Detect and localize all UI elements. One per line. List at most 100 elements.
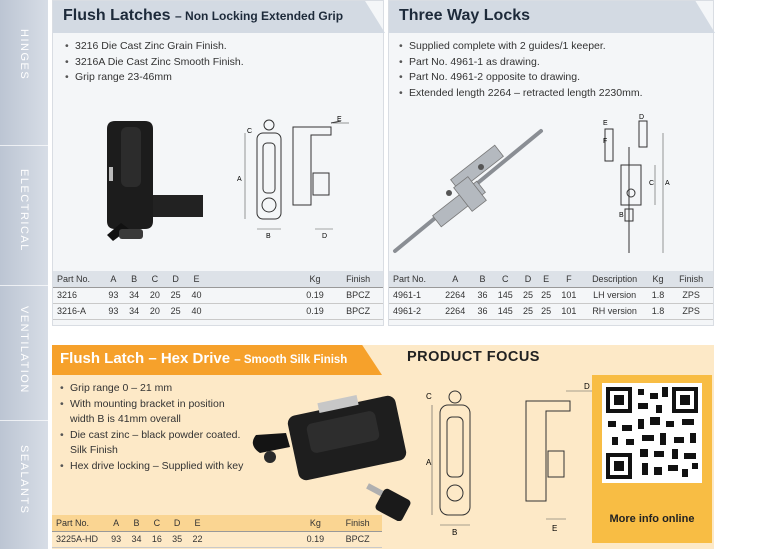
table-header-row: Part No. A B C D E Kg Finish [52, 515, 382, 532]
col-header: E [187, 515, 208, 532]
table-row: 4961-2 2264 36 145 25 25 101 RH version … [389, 303, 713, 320]
cell: 25 [518, 303, 538, 320]
cell: ZPS [669, 287, 713, 304]
qr-card[interactable]: More info online [592, 375, 712, 543]
cell: 40 [186, 287, 207, 304]
cell: 93 [103, 303, 124, 320]
col-header: B [126, 515, 147, 532]
col-header: A [437, 271, 474, 288]
latch-photo [107, 121, 203, 241]
feature-list: 3216 Die Cast Zinc Grain Finish. 3216A D… [65, 39, 365, 86]
col-header: Kg [296, 271, 334, 288]
feature-item: Part No. 4961-2 opposite to drawing. [399, 70, 709, 86]
dim-c: C [247, 128, 252, 135]
cell: BPCZ [333, 531, 382, 548]
col-header: Finish [333, 271, 383, 288]
hex-latch-photo [252, 394, 411, 521]
tab-sealants[interactable]: SEALANTS [0, 425, 48, 535]
col-header: B [473, 271, 492, 288]
feature-item: 3216A Die Cast Zinc Smooth Finish. [65, 55, 365, 71]
spec-table: Part No. A B C D E Kg Finish 3216 93 34 … [53, 271, 383, 320]
cell: 22 [187, 531, 208, 548]
cell: 20 [144, 287, 166, 304]
feature-item: Supplied complete with 2 guides/1 keeper… [399, 39, 709, 55]
title-main: Flush Latch – Hex Drive [60, 350, 231, 367]
feature-item: 3216 Die Cast Zinc Grain Finish. [65, 39, 365, 55]
feature-item: Extended length 2264 – retracted length … [399, 86, 709, 102]
feature-list: Supplied complete with 2 guides/1 keeper… [399, 39, 709, 101]
qr-caption[interactable]: More info online [609, 513, 695, 525]
dim-a: A [665, 180, 670, 187]
hex-latch-drawing: A B C D E [426, 382, 592, 537]
cell: 25 [518, 287, 538, 304]
dim-d: D [584, 382, 590, 391]
cell: 4961-1 [389, 287, 437, 304]
col-header: Kg [297, 515, 334, 532]
cell: RH version [582, 303, 647, 320]
dim-b: B [619, 212, 624, 219]
cell: 40 [186, 303, 207, 320]
dim-a: A [237, 176, 242, 183]
col-header: F [555, 271, 583, 288]
spec-table: Part No. A B C D E F Description Kg Fini… [389, 271, 713, 320]
cell: 2264 [437, 303, 474, 320]
table-row: 3216 93 34 20 25 40 0.19 BPCZ [53, 287, 383, 304]
cell: 145 [491, 303, 519, 320]
dim-c: C [426, 392, 432, 401]
cell: 145 [491, 287, 519, 304]
col-header [206, 271, 297, 288]
col-header: Part No. [53, 271, 103, 288]
dim-e: E [552, 524, 557, 533]
cell: 2264 [437, 287, 474, 304]
dim-b: B [266, 233, 271, 240]
tab-electrical[interactable]: ELECTRICAL [0, 150, 48, 270]
cell: 25 [537, 287, 556, 304]
col-header: Part No. [389, 271, 437, 288]
dim-e: E [603, 120, 608, 127]
cell: 34 [126, 531, 147, 548]
col-header: Description [582, 271, 647, 288]
title-sub: – Non Locking Extended Grip [175, 9, 344, 23]
cell: 101 [555, 287, 583, 304]
tab-sealants-label: SEALANTS [18, 445, 30, 515]
feature-list: Grip range 0 – 21 mm With mounting brack… [60, 381, 250, 474]
cell: 93 [103, 287, 124, 304]
cell: BPCZ [333, 303, 383, 320]
table-row: 3225A-HD 93 34 16 35 22 0.19 BPCZ [52, 531, 382, 548]
three-way-locks-panel: Three Way Locks Supplied complete with 2… [388, 0, 715, 326]
tab-electrical-label: ELECTRICAL [18, 168, 30, 252]
cell: 25 [537, 303, 556, 320]
feature-item: Hex drive locking – Supplied with key [60, 459, 250, 475]
cell: 93 [106, 531, 127, 548]
cell: 25 [165, 303, 187, 320]
tab-hinges-label: HINGES [18, 29, 30, 81]
cell: LH version [582, 287, 647, 304]
cell: 34 [123, 303, 145, 320]
cell: 101 [555, 303, 583, 320]
tab-divider [0, 420, 48, 421]
col-header: C [144, 271, 166, 288]
cell [207, 531, 298, 548]
table-header-row: Part No. A B C D E F Description Kg Fini… [389, 271, 713, 288]
panel-header [53, 1, 385, 33]
feature-item: Part No. 4961-1 as drawing. [399, 55, 709, 71]
latch-drawing: A B C D E [237, 116, 349, 240]
tab-ventilation[interactable]: VENTILATION [0, 290, 48, 410]
cell: 4961-2 [389, 303, 437, 320]
cell: 1.8 [646, 287, 670, 304]
col-header: Kg [646, 271, 670, 288]
cell: 34 [123, 287, 145, 304]
col-header: D [518, 271, 538, 288]
lock-drawing: E F D C A B [603, 114, 670, 253]
cell: 36 [473, 287, 492, 304]
dim-c: C [649, 180, 654, 187]
tab-ventilation-label: VENTILATION [18, 306, 30, 394]
col-header: E [186, 271, 207, 288]
qr-code-icon[interactable] [602, 383, 702, 483]
table-header-row: Part No. A B C D E Kg Finish [53, 271, 383, 288]
panel-title: Flush Latches – Non Locking Extended Gri… [63, 7, 343, 25]
tab-hinges[interactable]: HINGES [0, 0, 48, 110]
title-sub: – Smooth Silk Finish [234, 354, 348, 366]
col-header: E [537, 271, 556, 288]
flush-latches-panel: Flush Latches – Non Locking Extended Gri… [52, 0, 385, 326]
